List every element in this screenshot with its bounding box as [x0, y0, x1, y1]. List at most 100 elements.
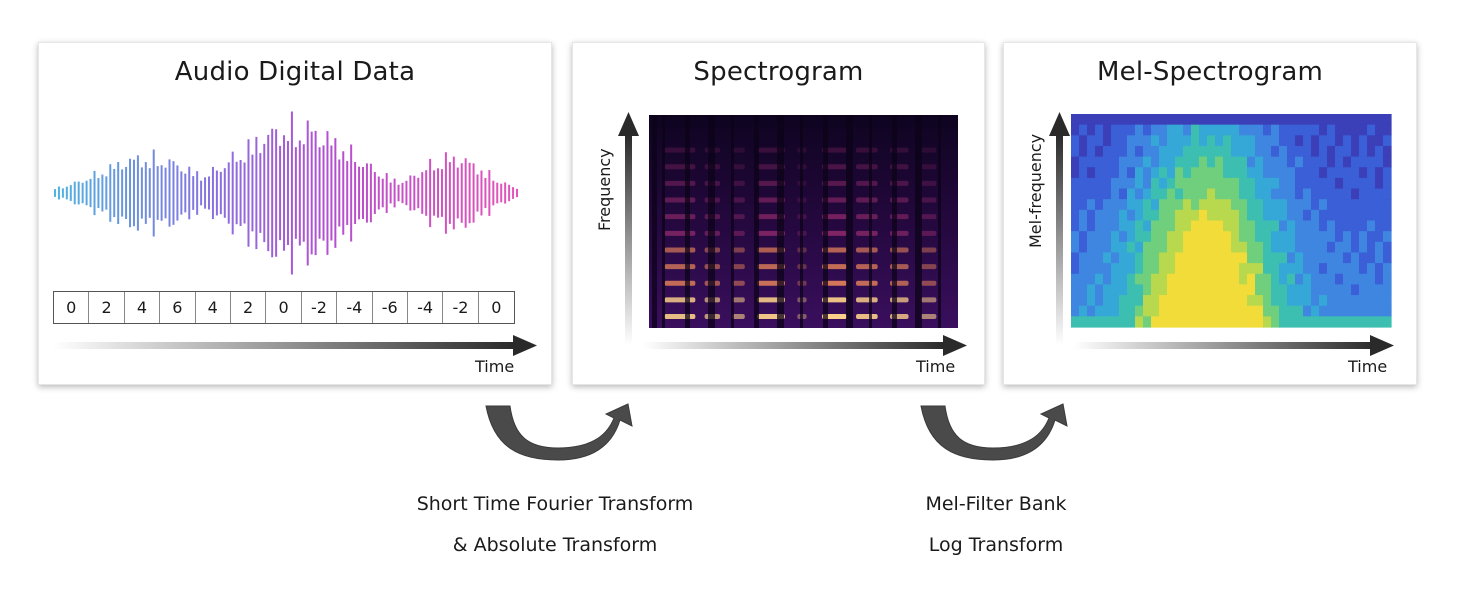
mel-cell — [1191, 231, 1200, 243]
mel-cell — [1111, 316, 1120, 328]
spectrogram-band — [920, 197, 937, 203]
mel-cell — [1263, 188, 1272, 200]
mel-cell — [1295, 177, 1304, 190]
stft-caption: Short Time Fourier Transform & Absolute … — [355, 484, 755, 566]
mel-cell — [1367, 177, 1376, 190]
mel-cell — [1319, 124, 1328, 136]
mel-cell — [1215, 209, 1224, 222]
mel-cell — [1231, 231, 1240, 243]
mel-cell — [1151, 284, 1160, 296]
mel-cell — [1175, 241, 1184, 254]
mel-cell — [1255, 199, 1264, 211]
spectrogram-band — [732, 214, 745, 220]
mel-cell — [1375, 273, 1384, 285]
mel-cell — [1199, 231, 1208, 243]
mel-cell — [1087, 199, 1096, 211]
mel-cell — [1319, 114, 1328, 126]
mel-cell — [1239, 220, 1248, 232]
mel-cell — [1191, 145, 1200, 158]
mel-cell — [1279, 305, 1288, 317]
mel-cell — [1351, 199, 1360, 211]
mel-cell — [1271, 295, 1280, 307]
mel-cell — [1103, 231, 1112, 243]
mel-cell — [1351, 316, 1360, 328]
mel-cell — [1223, 167, 1232, 179]
mel-cell — [1223, 145, 1232, 158]
mel-cell — [1311, 188, 1320, 200]
mel-cell — [1079, 188, 1088, 200]
mel-cell — [1359, 241, 1368, 254]
mel-cell — [1071, 231, 1080, 243]
mel-cell — [1095, 316, 1104, 328]
mel-cell — [1071, 305, 1080, 317]
mel-cell — [1199, 305, 1208, 317]
mel-cell — [1367, 167, 1376, 179]
spectrogram-band — [732, 264, 745, 270]
mel-cell — [1383, 220, 1392, 232]
mel-cell — [1295, 209, 1304, 222]
mel-cell — [1383, 273, 1392, 285]
mel-cell — [1359, 273, 1368, 285]
spectrogram-band — [732, 247, 745, 253]
mel-cell — [1311, 209, 1320, 222]
mel-cell — [1279, 284, 1288, 296]
mel-cell — [1127, 167, 1136, 179]
mel-cell — [1335, 114, 1344, 126]
mel-cell — [1383, 135, 1392, 147]
mel-cell — [1095, 220, 1104, 232]
mel-cell — [1295, 316, 1304, 328]
mel-cell — [1183, 220, 1192, 232]
mel-cell — [1319, 241, 1328, 254]
mel-cell — [1303, 273, 1312, 285]
mel-cell — [1135, 145, 1144, 158]
mel-cell — [1087, 177, 1096, 190]
spectrogram-gap — [846, 115, 853, 328]
mel-cell — [1367, 156, 1376, 168]
mel-cell — [1231, 145, 1240, 158]
mel-cell — [1103, 305, 1112, 317]
spectrogram-band — [920, 164, 937, 170]
mel-cell — [1079, 124, 1088, 136]
mel-cell — [1375, 188, 1384, 200]
mel-cell — [1335, 305, 1344, 317]
mel-cell — [1079, 156, 1088, 168]
mel-cell — [1207, 135, 1216, 147]
mel-cell — [1375, 177, 1384, 190]
mel-cell — [1335, 295, 1344, 307]
mel-cell — [1207, 188, 1216, 200]
mel-cell — [1151, 305, 1160, 317]
mel-cell — [1359, 145, 1368, 158]
mel-cell — [1143, 135, 1152, 147]
mel-cell — [1167, 156, 1176, 168]
mel-cell — [1263, 273, 1272, 285]
mel-cell — [1127, 156, 1136, 168]
mel-cell — [1279, 156, 1288, 168]
mel-cell — [1343, 209, 1352, 222]
mel-cell — [1159, 209, 1168, 222]
mel-cell — [1383, 167, 1392, 179]
mel-cell — [1151, 167, 1160, 179]
mel-cell — [1383, 177, 1392, 190]
mel-cell — [1335, 209, 1344, 222]
mel-cell — [1335, 167, 1344, 179]
mel-cell — [1311, 199, 1320, 211]
mel-cell — [1303, 295, 1312, 307]
mel-cell — [1223, 124, 1232, 136]
spectrogram-band — [920, 214, 937, 220]
mel-cell — [1271, 220, 1280, 232]
mel-cell — [1327, 156, 1336, 168]
mel-cell — [1239, 167, 1248, 179]
mel-cell — [1087, 273, 1096, 285]
mel-cell — [1287, 316, 1296, 328]
mel-cell — [1343, 124, 1352, 136]
spectrogram-band — [732, 297, 745, 303]
mel-cell — [1071, 188, 1080, 200]
mel-cell — [1095, 295, 1104, 307]
mel-cell — [1103, 263, 1112, 275]
mel-cell — [1103, 188, 1112, 200]
mel-cell — [1367, 135, 1376, 147]
mel-cell — [1079, 284, 1088, 296]
mel-cell — [1271, 167, 1280, 179]
mel-cell — [1127, 305, 1136, 317]
mel-cell — [1279, 316, 1288, 328]
